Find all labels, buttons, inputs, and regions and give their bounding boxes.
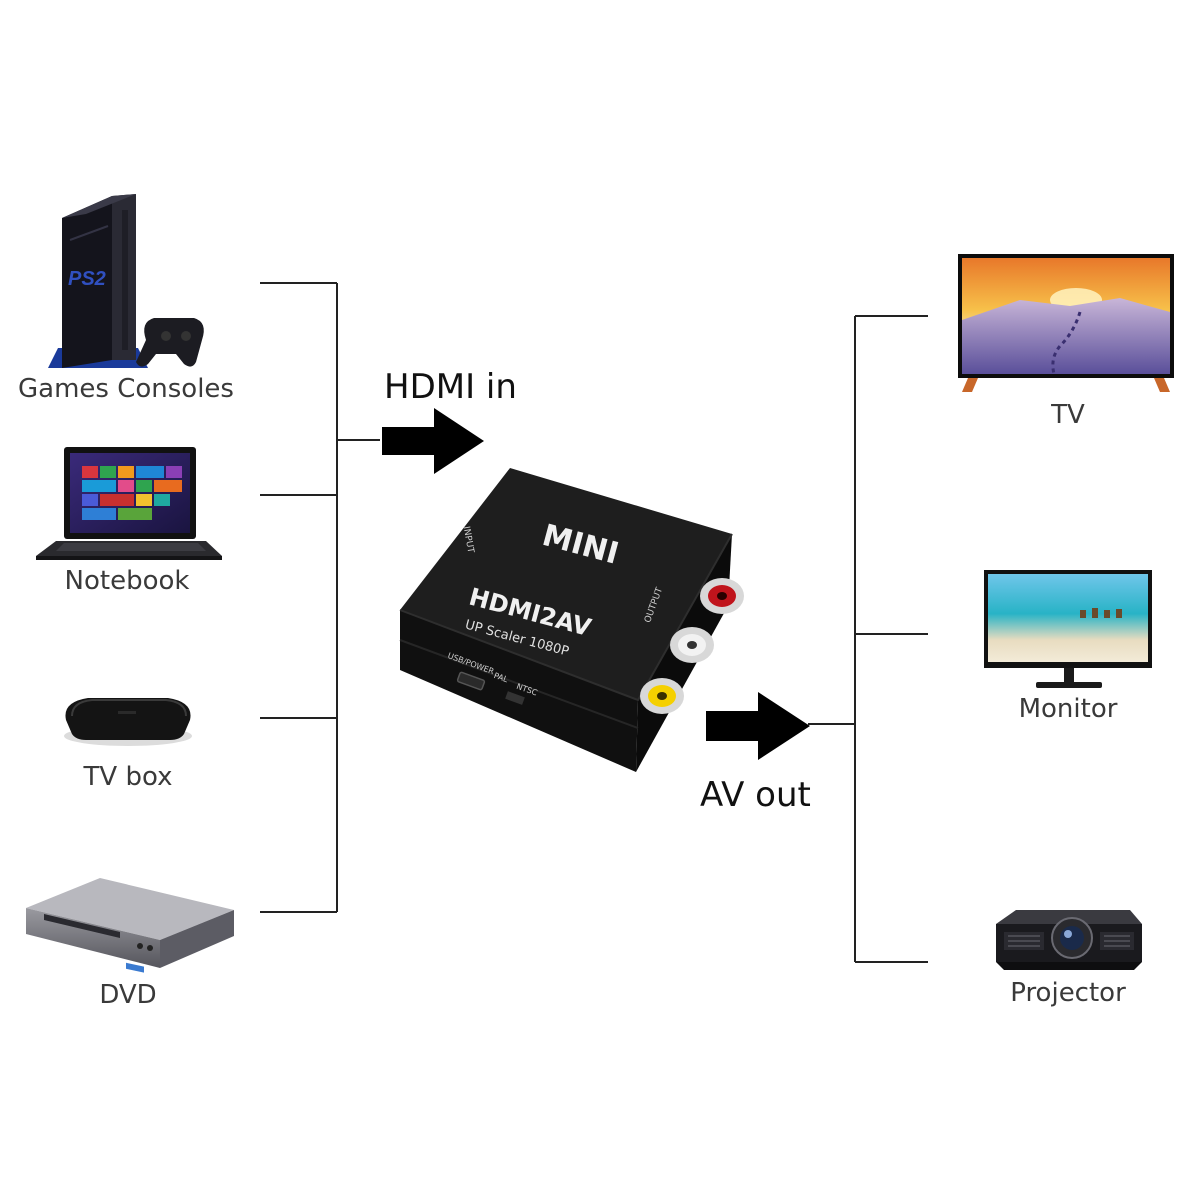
input-connector-lines (260, 282, 380, 913)
av-out-heading: AV out (700, 775, 811, 815)
output-label-projector: Projector (1010, 978, 1126, 1008)
input-label-notebook: Notebook (64, 566, 190, 596)
av-out-arrow (706, 692, 810, 760)
hdmi-in-arrow (382, 408, 484, 474)
rca-jack-red (700, 578, 744, 614)
rca-jack-yellow (640, 678, 684, 714)
output-label-monitor: Monitor (1018, 694, 1118, 724)
dvd-player-icon (26, 878, 234, 973)
tv-box-icon (64, 698, 192, 746)
laptop-icon (36, 447, 222, 560)
input-label-dvd: DVD (99, 980, 157, 1010)
converter-input-port: INPUT (461, 526, 476, 555)
output-label-tv: TV (1051, 400, 1085, 430)
monitor-icon (984, 570, 1152, 688)
output-connector-lines (808, 315, 928, 963)
tv-icon (958, 254, 1174, 392)
svg-text:PS2: PS2 (68, 268, 106, 290)
hdmi-to-av-converter-icon: MINI HDMI2AV UP Scaler 1080P INPUT OUTPU… (399, 468, 744, 772)
rca-jack-white (670, 627, 714, 663)
input-label-tv-box: TV box (83, 762, 173, 792)
projector-icon (996, 910, 1142, 970)
game-console-icon: PS2 (48, 194, 204, 368)
hdmi-in-heading: HDMI in (384, 367, 517, 407)
input-label-games-consoles: Games Consoles (18, 374, 234, 404)
